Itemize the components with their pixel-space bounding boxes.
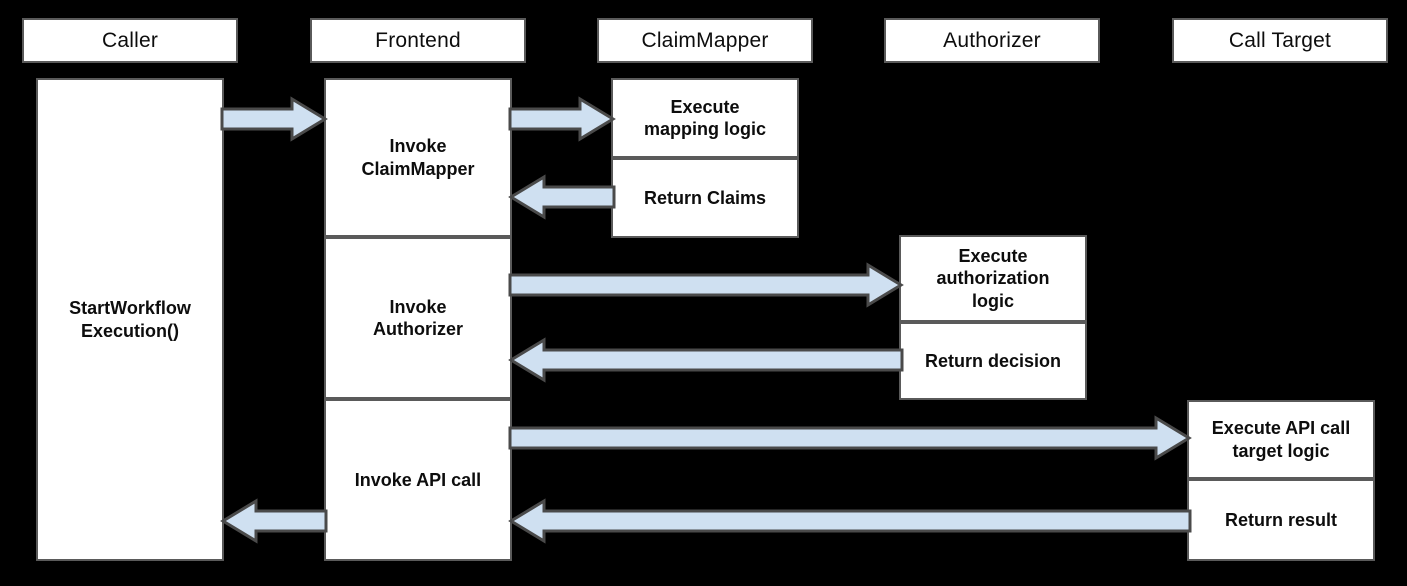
activation-frontend-invoke-authorizer-label: Invoke Authorizer (373, 296, 463, 340)
lane-header-frontend: Frontend (310, 18, 526, 63)
lane-header-calltarget-label: Call Target (1228, 28, 1332, 52)
lane-header-caller-label: Caller (101, 28, 159, 52)
activation-authorizer-execute-authorization-logic-label: Execute authorization logic (936, 245, 1050, 311)
activation-claimmapper-execute-mapping-logic-label: Execute mapping logic (643, 96, 766, 140)
msg-claimmapper-to-frontend-arrow (508, 174, 616, 220)
activation-authorizer-return-decision-label: Return decision (924, 350, 1062, 371)
activation-claimmapper-execute-mapping-logic: Execute mapping logic (611, 78, 799, 158)
msg-caller-to-frontend-arrow (220, 96, 328, 142)
lane-header-authorizer: Authorizer (884, 18, 1100, 63)
activation-caller-start-workflow: StartWorkflow Execution() (36, 78, 224, 561)
activation-calltarget-return-result: Return result (1187, 479, 1375, 561)
lane-header-claimmapper-label: ClaimMapper (641, 28, 769, 52)
lane-header-authorizer-label: Authorizer (943, 28, 1041, 52)
msg-calltarget-to-frontend-arrow (508, 498, 1192, 544)
lane-header-claimmapper: ClaimMapper (597, 18, 813, 63)
activation-frontend-invoke-claimmapper: Invoke ClaimMapper (324, 78, 512, 237)
activation-caller-start-workflow-label: StartWorkflow Execution() (69, 298, 191, 341)
activation-authorizer-execute-authorization-logic: Execute authorization logic (899, 235, 1087, 322)
activation-calltarget-return-result-label: Return result (1224, 509, 1338, 530)
activation-authorizer-return-decision: Return decision (899, 322, 1087, 400)
msg-frontend-to-caller-arrow (220, 498, 328, 544)
activation-claimmapper-return-claims: Return Claims (611, 158, 799, 238)
activation-calltarget-execute-api-call-target-logic: Execute API call target logic (1187, 400, 1375, 479)
msg-frontend-to-calltarget-arrow (508, 415, 1192, 461)
lane-header-calltarget: Call Target (1172, 18, 1388, 63)
lane-header-caller: Caller (22, 18, 238, 63)
msg-frontend-to-authorizer-arrow (508, 262, 904, 308)
activation-calltarget-execute-api-call-target-logic-label: Execute API call target logic (1211, 418, 1351, 461)
activation-frontend-invoke-authorizer: Invoke Authorizer (324, 237, 512, 399)
activation-frontend-invoke-api-call-label: Invoke API call (354, 469, 482, 490)
activation-claimmapper-return-claims-label: Return Claims (643, 187, 767, 208)
lane-header-frontend-label: Frontend (375, 28, 461, 52)
msg-frontend-to-claimmapper-arrow (508, 96, 616, 142)
msg-authorizer-to-frontend-arrow (508, 337, 904, 383)
activation-frontend-invoke-claimmapper-label: Invoke ClaimMapper (361, 136, 475, 179)
activation-frontend-invoke-api-call: Invoke API call (324, 399, 512, 561)
